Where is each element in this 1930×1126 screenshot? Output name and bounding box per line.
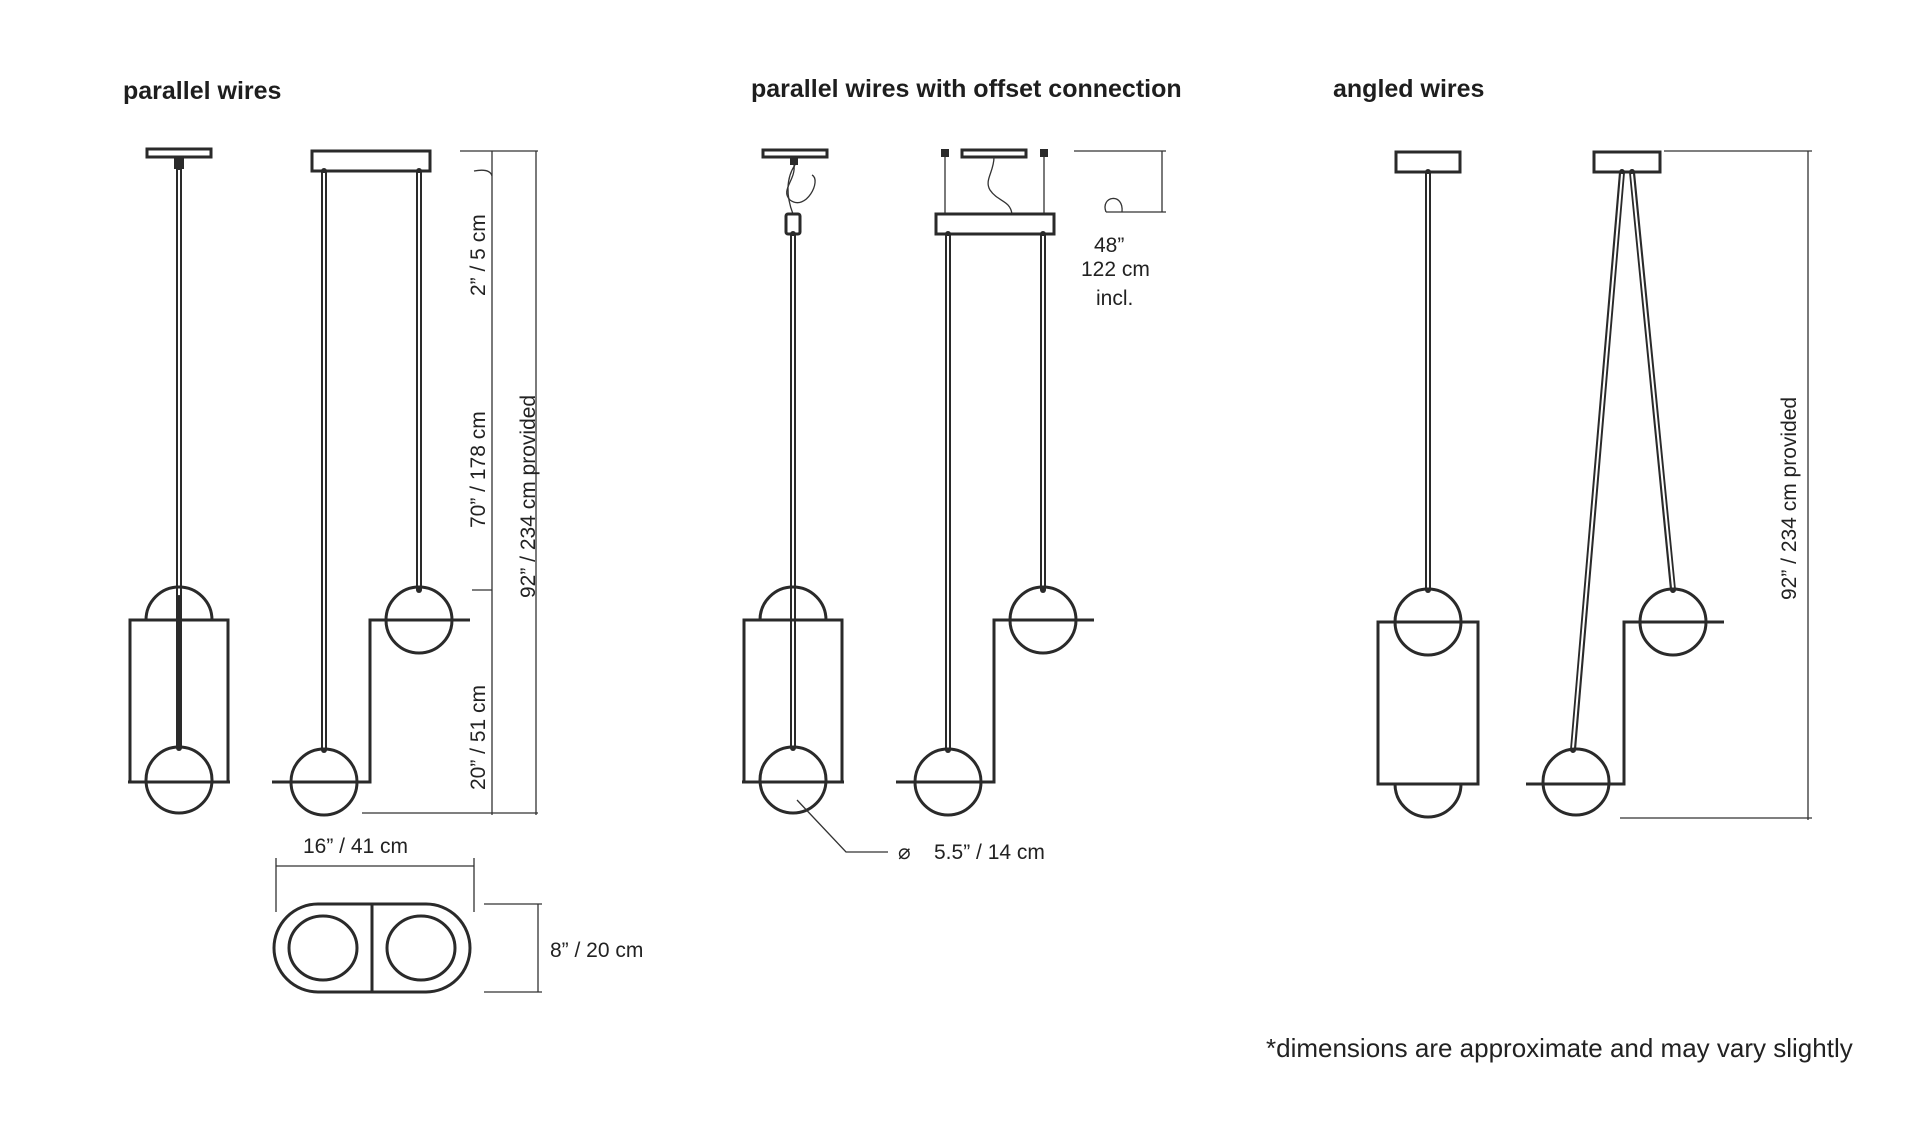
dimension-lines-offset: [796, 150, 1166, 853]
canopy: [310, 149, 432, 173]
canopy: [761, 148, 829, 159]
lower-globe: [758, 745, 828, 815]
dim-power-cord-line1: 48”: [1094, 234, 1124, 257]
canopy: [145, 147, 213, 159]
lower-globe: [1541, 747, 1611, 817]
title-angled-wires: angled wires: [1333, 75, 1484, 103]
lower-globe: [289, 747, 359, 817]
step-frame: [1526, 620, 1724, 786]
upper-globe: [384, 585, 454, 655]
title-parallel-wires-offset: parallel wires with offset connection: [751, 75, 1182, 103]
fixture-angled-vertical: [1376, 150, 1480, 819]
dim-globe-diameter: 5.5” / 14 cm: [934, 841, 1045, 864]
cylinder-frame: [1376, 620, 1480, 786]
canopy: [960, 148, 1028, 159]
title-parallel-wires: parallel wires: [123, 77, 281, 105]
power-cord: [987, 156, 1013, 215]
upper-globe: [1393, 587, 1463, 657]
lower-globe: [913, 747, 983, 817]
power-cord: [786, 164, 816, 204]
lower-globe: [144, 745, 214, 815]
dim-angled-total-cable: 92” / 234 cm provided: [1778, 397, 1801, 600]
footnote: *dimensions are approximate and may vary…: [1266, 1033, 1853, 1063]
upper-globe: [1008, 585, 1078, 655]
fixture-offset-vertical: [742, 148, 844, 815]
plan-globe-right: [385, 914, 457, 982]
offset-bar: [934, 212, 1056, 236]
globe-diameter-icon: ⌀: [898, 841, 911, 864]
canopy-connector: [174, 157, 184, 169]
dim-plan-depth: 8” / 20 cm: [550, 939, 643, 962]
dim-shade-height: 20” / 51 cm: [467, 685, 490, 790]
dim-wire-length: 70” / 178 cm: [467, 411, 490, 528]
fixture-angled-stepped: [1526, 150, 1724, 817]
lower-globe: [1393, 783, 1463, 819]
upper-globe: [1638, 587, 1708, 657]
fixture-parallel-stepped: [272, 149, 470, 817]
dim-power-cord-line3: incl.: [1096, 287, 1133, 310]
upper-globe: [758, 585, 828, 621]
canopy: [1592, 150, 1662, 174]
fixture-parallel-vertical: [128, 147, 230, 815]
dim-plan-width: 16” / 41 cm: [303, 835, 408, 858]
step-frame: [272, 618, 470, 784]
dim-power-cord-line2: 122 cm: [1081, 258, 1150, 281]
fixture-offset-stepped: [896, 148, 1094, 817]
dim-total-cable: 92” / 234 cm provided: [517, 395, 540, 598]
plan-globe-left: [287, 914, 359, 982]
step-frame: [896, 618, 1094, 784]
upper-globe: [144, 585, 214, 621]
plan-view: [272, 858, 542, 994]
dimension-lines-angled: [1620, 150, 1812, 820]
dim-top-gap: 2” / 5 cm: [467, 214, 490, 296]
globe-leader-line: [796, 799, 888, 853]
dimension-lines-parallel: [362, 150, 538, 815]
